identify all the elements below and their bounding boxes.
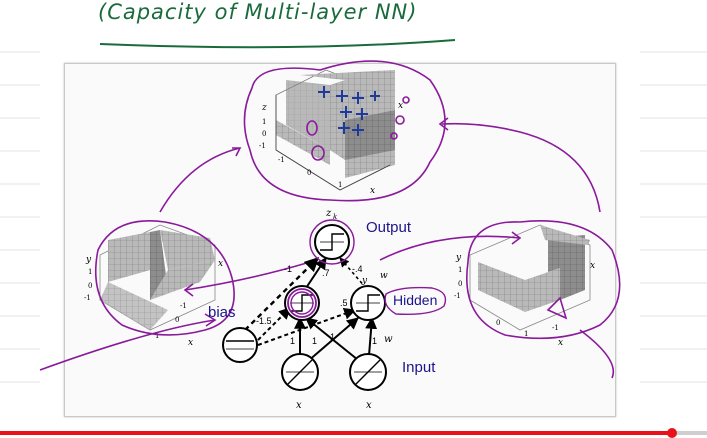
top-plot-tick-d: 1 [338, 181, 342, 189]
weight-f: 1 [312, 336, 317, 346]
left-plot-tick-rm1: -1 [180, 302, 187, 310]
weight-labels: -1 .7 -.4 .5 -1.5 1 1 1 1 [256, 264, 377, 346]
wji-label: w [384, 334, 393, 345]
left-plot-x2-label: x [218, 259, 223, 269]
top-plot-tick-0: 0 [262, 130, 266, 138]
left-plot-tick-m1: -1 [84, 294, 91, 302]
top-plot-z-label: z [261, 103, 267, 113]
weight-d: .5 [340, 298, 348, 308]
input-node-2 [349, 353, 387, 391]
weight-c: -.4 [352, 264, 363, 274]
left-surface-plot: y 1 0 -1 x x 0 1 -1 [84, 224, 223, 348]
weight-b: .7 [322, 268, 330, 278]
left-plot-tick-0: 0 [88, 282, 92, 290]
top-surface-plot: z 1 0 -1 x x -1 0 1 [259, 69, 403, 196]
weight-g: 1 [330, 332, 335, 342]
weight-i: 1 [372, 336, 377, 346]
video-scrubber-handle[interactable] [666, 428, 677, 438]
left-plot-x1-label: x [188, 338, 193, 348]
hidden-node-2 [350, 285, 386, 321]
zk-subscript: k [333, 213, 337, 221]
title-underline [99, 39, 456, 49]
right-plot-tick-1: 1 [458, 266, 462, 274]
top-plot-enclosing-ellipse [243, 60, 446, 202]
hidden-layer-label: Hidden [393, 292, 438, 308]
hidden-label-ellipse [384, 286, 447, 316]
plus-annotations [318, 86, 380, 136]
bias-node [222, 327, 258, 363]
top-plot-x2-label: x [398, 101, 403, 111]
output-node [309, 219, 355, 265]
input-node-1 [281, 353, 319, 391]
output-layer-label: Output [366, 219, 412, 236]
weight-h: 1 [290, 336, 295, 346]
right-plot-tick-r1: 1 [524, 330, 528, 338]
video-progress-fill [0, 431, 672, 435]
left-plot-enclosing-ellipse [94, 220, 235, 336]
left-plot-tick-r0: 0 [175, 316, 179, 324]
right-plot-x1-label: x [558, 338, 563, 348]
right-surface-plot: y 1 0 -1 x x 0 1 -1 [454, 224, 595, 348]
input-layer-label: Input [402, 359, 436, 376]
weight-e: -1.5 [256, 316, 272, 326]
flow-arrows [39, 117, 614, 379]
zk-label: z [325, 208, 332, 219]
right-plot-y2-label: y [455, 253, 462, 263]
top-plot-x1-label: x [370, 186, 375, 196]
right-plot-x2-label: x [590, 261, 595, 271]
top-plot-tick-m1: -1 [259, 142, 266, 150]
right-plot-tick-r0: 0 [496, 319, 500, 327]
top-plot-tick-1: 1 [262, 118, 266, 126]
node-symbols: z k y w w x x [296, 208, 393, 411]
top-plot-tick-b: -1 [278, 156, 285, 164]
hidden-node-1 [284, 285, 320, 321]
top-plot-tick-c: 0 [307, 169, 311, 177]
right-plot-enclosing-ellipse [466, 220, 621, 340]
circle-annotations [306, 96, 410, 161]
input-x2-label: x [366, 400, 372, 411]
yj-label: y [361, 276, 368, 286]
wkj-label: w [380, 271, 388, 281]
left-plot-y1-label: y [85, 255, 92, 265]
left-plot-tick-1: 1 [88, 268, 92, 276]
bias-label: bias [208, 304, 236, 321]
input-x1-label: x [296, 400, 302, 411]
right-plot-tick-m1: -1 [454, 292, 461, 300]
left-plot-tick-r1: 1 [155, 332, 159, 340]
handwritten-title: (Capacity of Multi-layer NN) [98, 0, 418, 24]
right-plot-tick-rm1: -1 [552, 324, 559, 332]
right-plot-tick-0: 0 [458, 280, 462, 288]
video-progress-bar[interactable] [0, 428, 707, 438]
right-plot-arrow-marker [546, 296, 568, 320]
weight-a: -1 [284, 264, 292, 274]
